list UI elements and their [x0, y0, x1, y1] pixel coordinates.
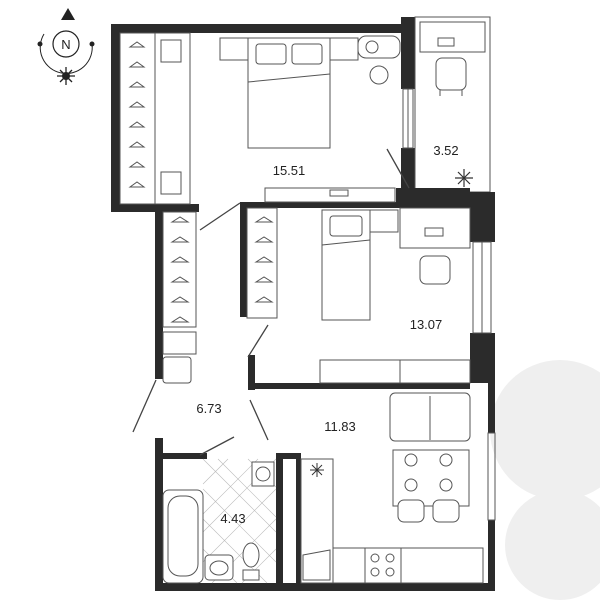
- doors: [132, 148, 410, 456]
- snowflake-icon: [455, 169, 473, 187]
- toilet: [242, 542, 260, 581]
- area-label-kitchen-living: 11.83: [324, 419, 356, 434]
- dresser: [264, 187, 396, 203]
- fridge-snowflake-icon: [310, 463, 324, 477]
- balcony-desk: [419, 21, 486, 96]
- area-label-bedroom-small: 13.07: [410, 317, 443, 332]
- sofa: [389, 392, 471, 442]
- area-label-bathroom: 4.43: [220, 511, 245, 526]
- sink: [204, 554, 234, 581]
- area-label-balcony: 3.52: [433, 143, 458, 158]
- double-bed: [219, 37, 359, 149]
- area-labels: 15.51 3.52 13.07 6.73 11.83 4.43: [196, 143, 458, 526]
- wardrobe-bedroom-small: [246, 207, 278, 319]
- windows: [402, 88, 496, 521]
- wardrobe-hallway: [162, 211, 197, 384]
- bathtub: [162, 489, 204, 584]
- desk-bedroom-small: [399, 207, 471, 285]
- area-label-bedroom-large: 15.51: [273, 163, 306, 178]
- kitchen-counter: [300, 458, 484, 584]
- wardrobe-bedroom-large: [119, 32, 191, 205]
- single-bed: [321, 209, 399, 321]
- shelf-bedroom-small: [319, 359, 471, 384]
- area-label-hallway: 6.73: [196, 401, 221, 416]
- washing-machine: [251, 461, 275, 487]
- compass-north-label: N: [61, 37, 70, 52]
- north-arrow-icon: [61, 8, 75, 20]
- walls: [111, 16, 495, 591]
- sun-icon: [57, 67, 75, 85]
- vanity-table: [357, 35, 401, 85]
- dining-table: [392, 449, 470, 523]
- compass: N: [37, 8, 95, 85]
- watermark: [490, 360, 600, 600]
